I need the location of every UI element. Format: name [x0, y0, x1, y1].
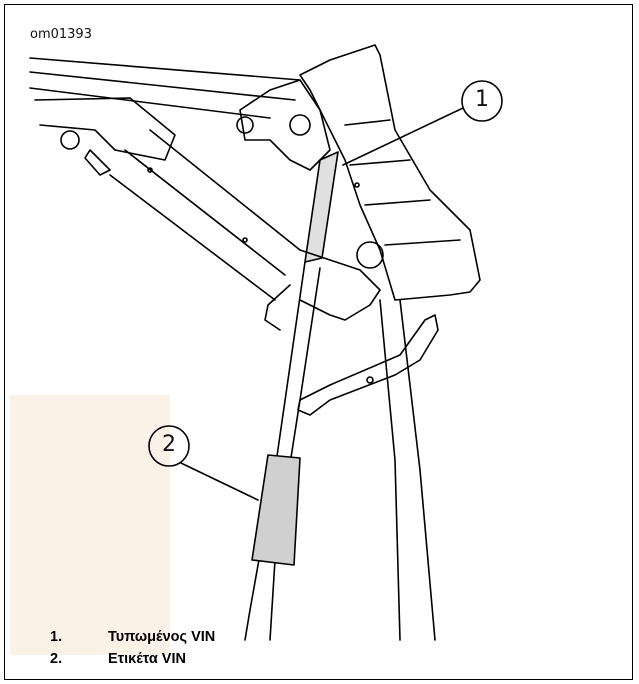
figure-id: om01393: [30, 27, 92, 42]
watermark: [10, 395, 170, 655]
down-tube-right: [379, 299, 436, 641]
callout-1-leader: [342, 107, 464, 166]
callout-1-number: 1: [475, 87, 489, 112]
legend-text: Τυπωμένος VIN: [108, 629, 216, 645]
down-tube-left: [244, 261, 321, 641]
legend-item: 2. Ετικέτα VIN: [50, 648, 215, 670]
callout-1-circle: [461, 80, 503, 122]
top-frame-tube: [29, 57, 301, 119]
stamped-vin-plate: [304, 151, 339, 263]
steering-head-tube: [299, 44, 481, 301]
legend: 1. Τυπωμένος VIN 2. Ετικέτα VIN: [50, 626, 215, 670]
cross-bracket: [297, 314, 439, 416]
callout-2-leader: [180, 462, 259, 501]
legend-item: 1. Τυπωμένος VIN: [50, 626, 215, 648]
rear-bracket: [34, 97, 176, 161]
callout-2-number: 2: [162, 432, 176, 457]
legend-text: Ετικέτα VIN: [108, 651, 186, 667]
vin-label-band: [251, 454, 301, 566]
legend-number: 2.: [50, 651, 63, 667]
callout-2-circle: [148, 425, 190, 467]
legend-number: 1.: [50, 629, 63, 645]
